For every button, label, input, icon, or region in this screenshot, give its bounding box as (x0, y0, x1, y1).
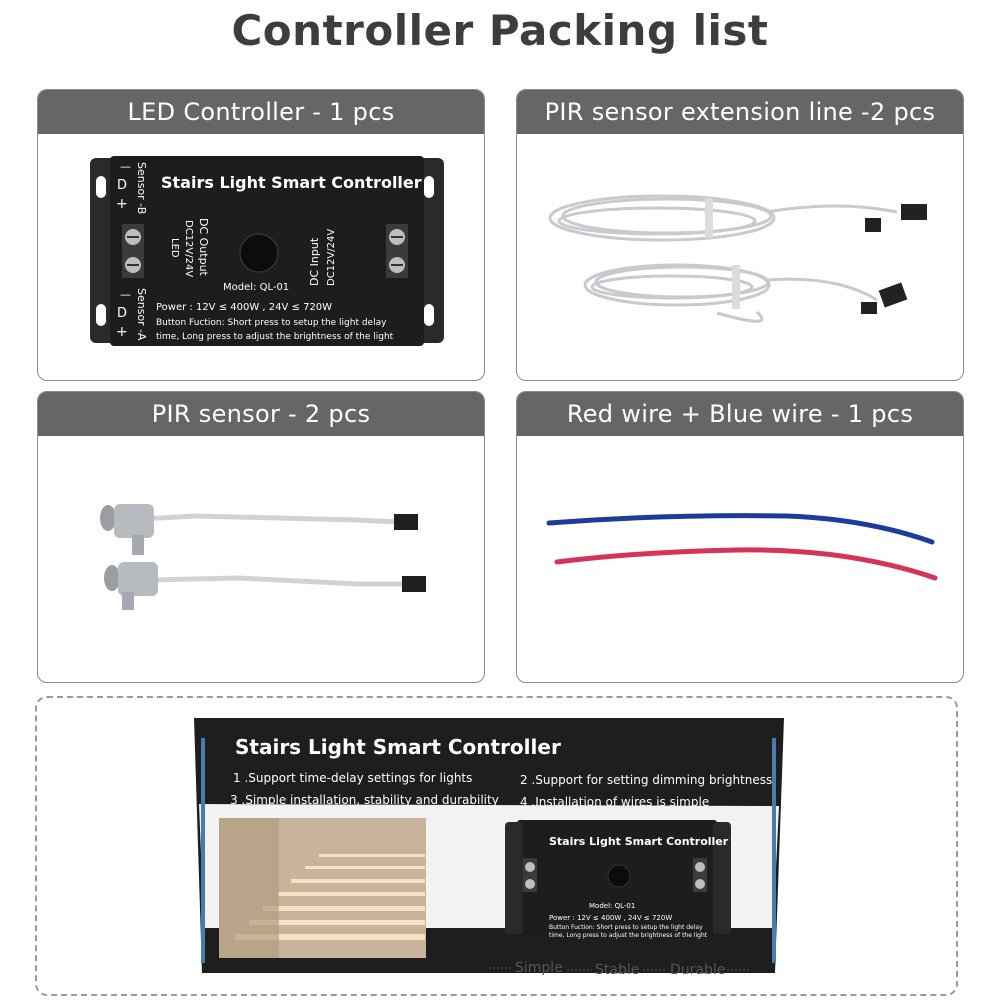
device-sensor-a-label: Sensor -A (135, 288, 148, 341)
device-button-line2: time, Long press to adjust the brightnes… (156, 332, 394, 342)
package-feature-4: 4 .Installation of wires is simple (520, 795, 709, 809)
package-device-title: Stairs Light Smart Controller (549, 835, 729, 848)
wires-image (546, 513, 938, 581)
card-header-label: Red wire + Blue wire - 1 pcs (517, 392, 963, 436)
pir-sensor-image (100, 504, 426, 610)
package-feature-2: 2 .Support for setting dimming brightnes… (520, 773, 772, 787)
device-led-label: LED (169, 238, 180, 258)
device-model: Model: QL-01 (223, 282, 289, 293)
device-title: Stairs Light Smart Controller (161, 173, 422, 192)
package-tag-stable: Stable (595, 962, 639, 978)
device-dc-input-volts: DC12V/24V (326, 229, 337, 286)
device-pin-minus-b: — (120, 160, 131, 173)
package-device-model: Model: QL-01 (589, 902, 635, 910)
package-device-button-line2: time, Long press to adjust the brightnes… (549, 932, 708, 939)
package-tag-simple: Simple (515, 960, 563, 976)
package-title: Stairs Light Smart Controller (235, 735, 561, 759)
card-pir-extension-line: PIR sensor extension line -2 pcs (516, 89, 964, 381)
card-header-label: PIR sensor extension line -2 pcs (517, 90, 963, 134)
package-box-image: Stairs Light Smart Controller 1 .Support… (194, 718, 784, 978)
extension-cable-image (548, 194, 927, 323)
device-pin-plus-a: + (116, 324, 128, 340)
device-pin-d-a: D (117, 306, 127, 321)
card-red-blue-wire: Red wire + Blue wire - 1 pcs (516, 391, 964, 683)
device-pin-d-b: D (117, 178, 127, 193)
package-tag-durable: Durable (670, 962, 725, 978)
package-device-button-line1: Button Fuction: Short press to setup the… (549, 924, 703, 931)
package-feature-3: 3 .Simple installation, stability and du… (230, 793, 499, 807)
card-header-label: LED Controller - 1 pcs (38, 90, 484, 134)
page-title: Controller Packing list (231, 6, 769, 55)
device-dc-output-label: DC Output (197, 218, 210, 277)
red-wire (554, 547, 938, 581)
device-sensor-b-label: Sensor -B (135, 162, 148, 214)
device-power: Power : 12V ≤ 400W , 24V ≤ 720W (156, 302, 332, 313)
device-dc-input-label: DC Input (308, 237, 321, 286)
blue-wire (546, 513, 935, 545)
card-led-controller: LED Controller - 1 pcs — D + Sensor -B —… (37, 89, 485, 381)
device-pin-plus-b: + (116, 196, 128, 212)
card-pir-sensor: PIR sensor - 2 pcs (37, 391, 485, 683)
device-dc-output-volts: DC12V/24V (183, 220, 194, 277)
package-box-frame: Stairs Light Smart Controller 1 .Support… (35, 696, 958, 996)
device-pin-minus-a: — (120, 288, 131, 301)
device-button-line1: Button Fuction: Short press to setup the… (156, 318, 387, 328)
package-feature-1: 1 .Support time-delay settings for light… (233, 771, 472, 785)
controller-device-image: — D + Sensor -B — D + Sensor -A Stairs L… (90, 156, 444, 346)
card-header-label: PIR sensor - 2 pcs (38, 392, 484, 436)
package-device-power: Power : 12V ≤ 400W , 24V ≤ 720W (549, 914, 672, 922)
